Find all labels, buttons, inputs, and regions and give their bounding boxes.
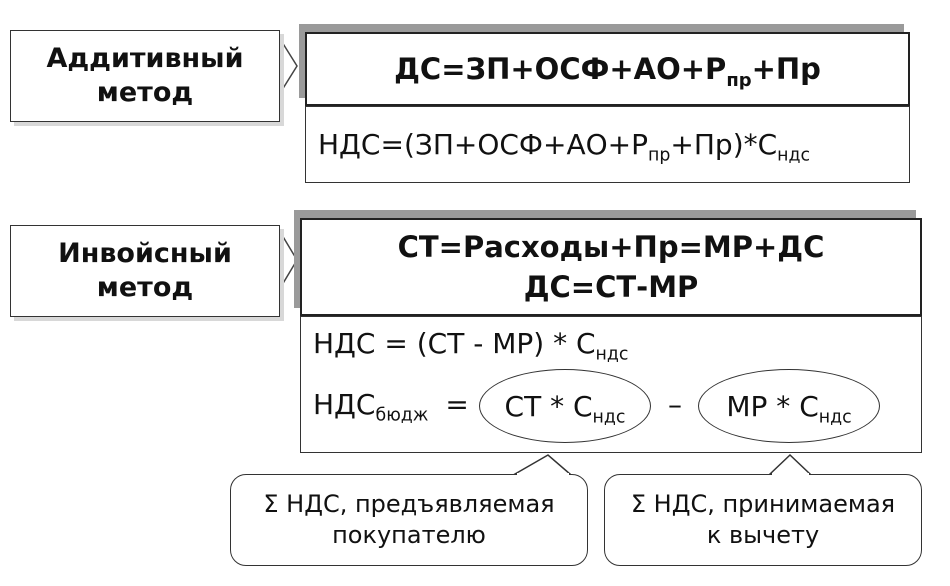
invoice-method-label: Инвойсный метод — [10, 225, 280, 317]
invoice-main-formula-line2: ДС=СТ-МР — [523, 270, 699, 304]
callout-pointer-right — [768, 453, 812, 475]
invoice-budget-lhs: НДСбюдж = — [313, 388, 469, 426]
minus-sign: – — [668, 388, 682, 421]
callout-right-line2: к вычету — [706, 521, 820, 549]
additive-method-label: Аддитивный метод — [10, 30, 280, 122]
invoice-vat-formula: НДС = (СТ - МР) * Сндс — [313, 327, 629, 365]
additive-label-line1: Аддитивный — [46, 43, 244, 74]
additive-label-line2: метод — [96, 77, 194, 108]
callout-left-line1: Σ НДС, предъявляемая — [263, 490, 555, 518]
invoice-main-formula-line1: СТ=Расходы+Пр=МР+ДС — [397, 230, 825, 264]
additive-vat-formula: НДС=(ЗП+ОСФ+АО+Рпр+Пр)*Сндс — [318, 128, 811, 166]
input-vat-term-ellipse: МР * Сндс — [698, 369, 880, 443]
invoice-main-formula-box: СТ=Расходы+Пр=МР+ДС ДС=СТ-МР — [300, 218, 922, 316]
invoice-vat-formula-box: НДС = (СТ - МР) * Сндс НДСбюдж = СТ * Сн… — [300, 316, 922, 453]
output-vat-term-ellipse: СТ * Сндс — [479, 369, 651, 443]
callout-pointer-left — [512, 454, 573, 475]
invoice-label-line2: метод — [96, 272, 194, 303]
callout-vat-charged-to-buyer: Σ НДС, предъявляемая покупателю — [230, 474, 588, 566]
additive-main-formula-box: ДС=ЗП+ОСФ+АО+Рпр+Пр — [305, 32, 910, 106]
pointer-join-right — [772, 473, 809, 476]
callout-right-line1: Σ НДС, принимаемая — [630, 490, 896, 518]
pointer-join-left — [517, 473, 569, 476]
arrow-connector-invoice — [281, 232, 298, 288]
additive-main-formula: ДС=ЗП+ОСФ+АО+Рпр+Пр — [394, 52, 821, 91]
callout-vat-deductible: Σ НДС, принимаемая к вычету — [604, 474, 922, 566]
invoice-label-line1: Инвойсный — [58, 238, 232, 269]
arrow-connector-additive — [281, 39, 298, 93]
additive-vat-formula-box: НДС=(ЗП+ОСФ+АО+Рпр+Пр)*Сндс — [305, 106, 910, 183]
callout-left-line2: покупателю — [332, 521, 486, 549]
